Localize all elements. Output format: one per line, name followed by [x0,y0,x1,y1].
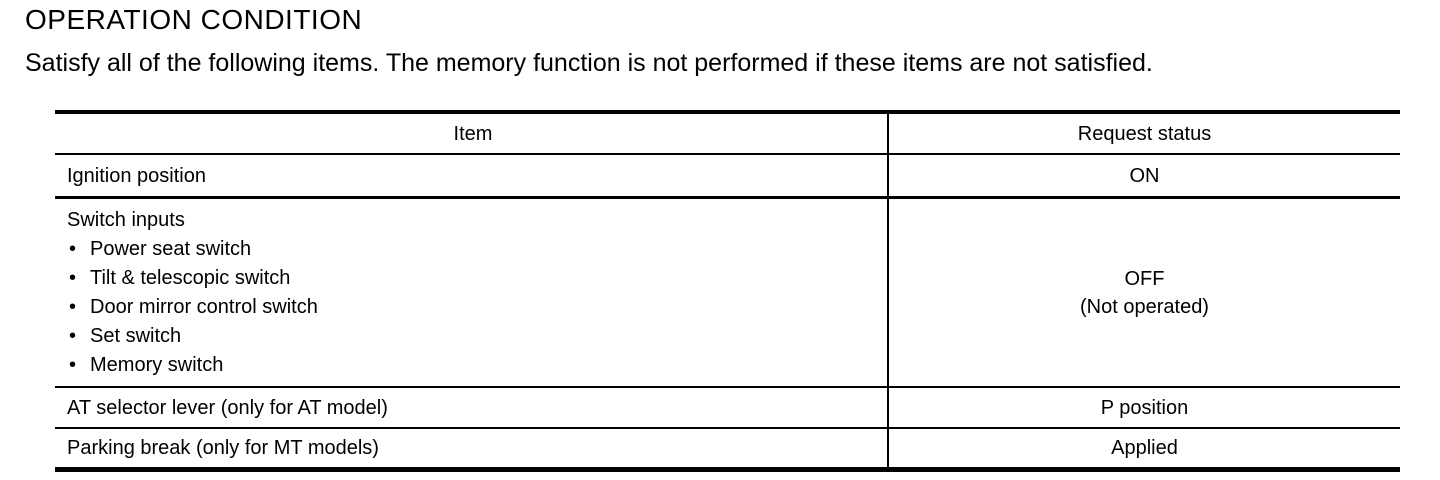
list-item-label: Power seat switch [90,237,252,260]
intro-text: Satisfy all of the following items. The … [25,49,1153,77]
switch-inputs-list: Switch inputs • Power seat switch • Tilt… [67,201,879,385]
list-item: • Set switch [67,322,879,351]
list-item: • Power seat switch [67,235,879,264]
column-header-request-status: Request status [888,112,1400,155]
list-item-label: Set switch [90,324,182,347]
operation-condition-table: Item Request status Ignition position ON… [55,110,1400,472]
table-row-switch-inputs: Switch inputs • Power seat switch • Tilt… [55,197,1400,388]
bullet-icon: • [69,353,77,376]
list-item-label: Memory switch [90,353,224,376]
bullet-icon: • [69,266,77,289]
table-row-parking-break: Parking break (only for MT models) Appli… [55,428,1400,470]
item-cell: AT selector lever (only for AT model) [55,387,889,429]
table-row-ignition-position: Ignition position ON [55,154,1400,199]
status-cell: P position [888,387,1400,429]
bullet-icon: • [69,295,77,318]
column-header-item: Item [55,112,889,155]
status-note: (Not operated) [1080,295,1209,318]
item-cell: Ignition position [55,154,889,199]
table-row-at-selector-lever: AT selector lever (only for AT model) P … [55,387,1400,429]
status-value: OFF [1124,267,1165,290]
list-item: • Tilt & telescopic switch [67,264,879,293]
list-item: • Memory switch [67,351,879,380]
page-title: OPERATION CONDITION [25,4,363,35]
item-cell: Switch inputs • Power seat switch • Tilt… [55,197,889,388]
list-item: • Door mirror control switch [67,293,879,322]
list-item-label: Door mirror control switch [90,295,318,318]
item-cell: Parking break (only for MT models) [55,428,889,470]
bullet-icon: • [69,324,77,347]
list-item-label: Tilt & telescopic switch [90,266,291,289]
switch-inputs-label: Switch inputs [67,208,185,231]
table-header-row: Item Request status [55,112,1400,155]
status-cell: Applied [1111,437,1178,459]
status-cell: OFF (Not operated) [888,197,1400,388]
status-cell: ON [888,154,1400,199]
bullet-icon: • [69,237,77,260]
